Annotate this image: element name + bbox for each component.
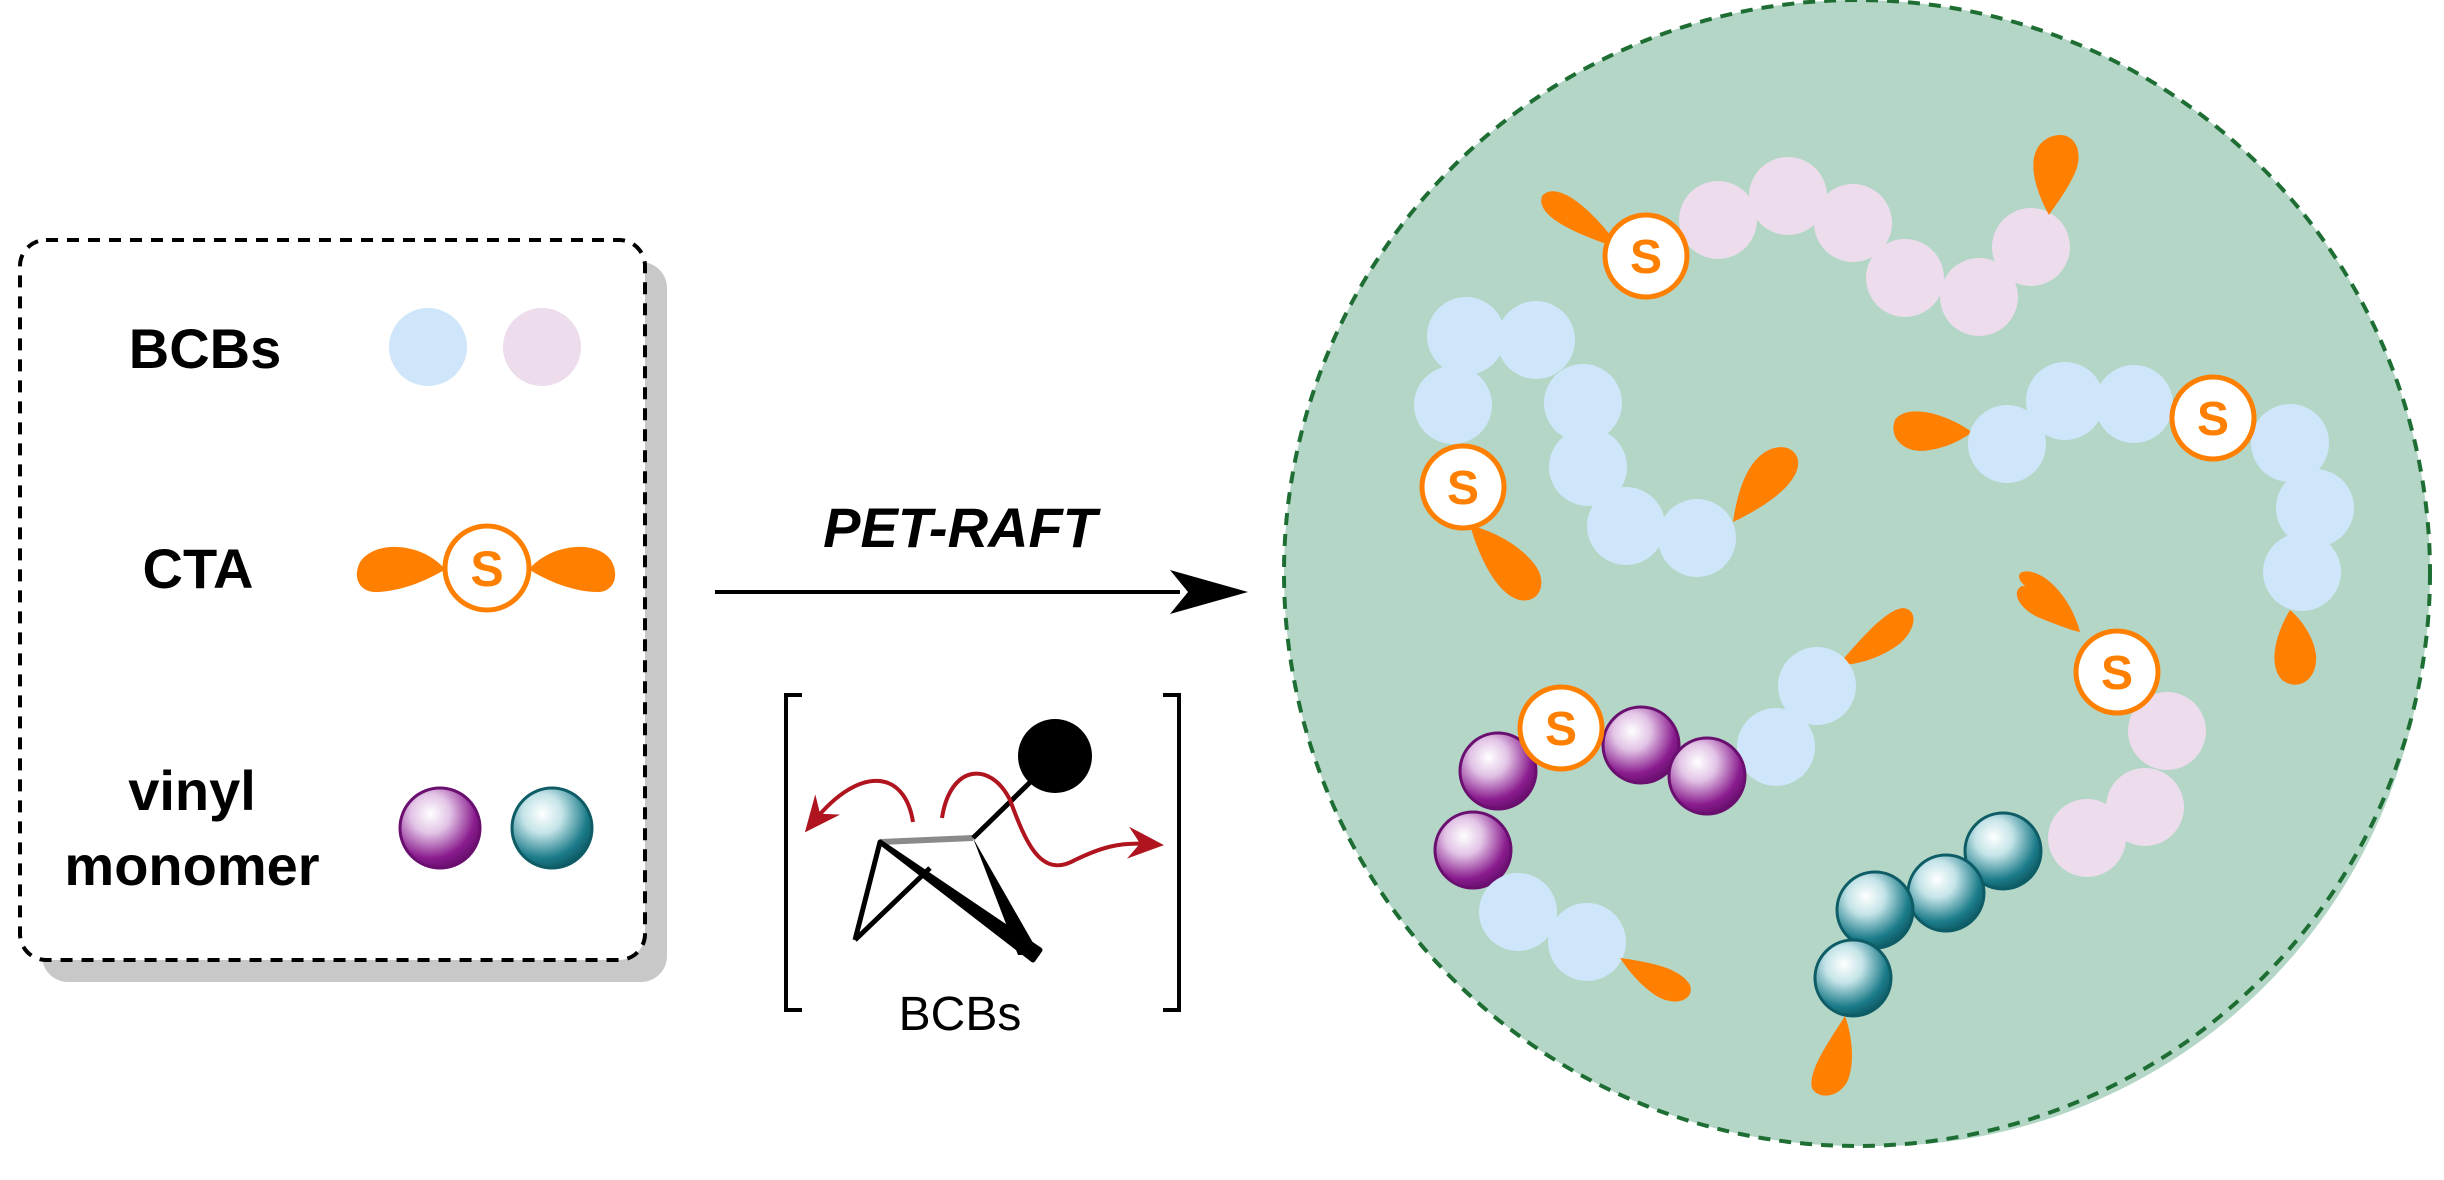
- bcb-blue-swatch: [389, 308, 467, 386]
- reaction-arrow: PET-RAFT: [715, 496, 1248, 614]
- cta-s-letter: S: [470, 541, 503, 597]
- polymer-circle: [1282, 0, 2432, 1148]
- cta-s-letter: S: [1630, 231, 1662, 284]
- polymer-chain-5: S: [1811, 571, 2206, 1096]
- bicyclobutane-icon: [804, 719, 1164, 963]
- arrow-label: PET-RAFT: [823, 496, 1102, 559]
- cta-s-icon: [2169, 374, 2257, 462]
- legend-box-border: [18, 238, 647, 962]
- legend-cta-label: CTA: [143, 537, 254, 600]
- polymer-chain-3: S: [1893, 362, 2354, 685]
- cta-s-letter: S: [2197, 393, 2229, 446]
- polymer-chain-1: S: [1541, 134, 2079, 336]
- cta-s-letter: S: [1447, 462, 1479, 515]
- legend-monomer-label: monomer: [64, 834, 319, 897]
- red-arrow-left: [804, 778, 915, 833]
- cta-s-letter: S: [2101, 647, 2133, 700]
- bcb-pink-swatch: [503, 308, 581, 386]
- polymer-circle-border: [1282, 0, 2432, 1148]
- cta-s-icon: [1517, 684, 1605, 772]
- legend-vinyl-label: vinyl: [128, 759, 256, 822]
- cta-dumbbell-icon: S: [356, 523, 616, 613]
- red-arrow-right: [940, 771, 1164, 868]
- monomer-purple-swatch: [398, 786, 482, 870]
- cta-s-icon: [1419, 443, 1507, 531]
- bcb-bracket: BCBs: [784, 693, 1181, 1041]
- monomer-teal-swatch: [510, 786, 594, 870]
- polymer-chain-4: S: [1433, 608, 1914, 1002]
- cta-s-letter: S: [1545, 703, 1577, 756]
- polymer-chain-2: S: [1414, 297, 1799, 601]
- cta-s-icon: [1602, 212, 1690, 300]
- legend-box: BCBs CTA S vinyl monomer: [18, 238, 667, 982]
- legend-bcbs-label: BCBs: [129, 317, 281, 380]
- bracket-caption: BCBs: [899, 988, 1022, 1041]
- cta-s-icon: [2073, 628, 2161, 716]
